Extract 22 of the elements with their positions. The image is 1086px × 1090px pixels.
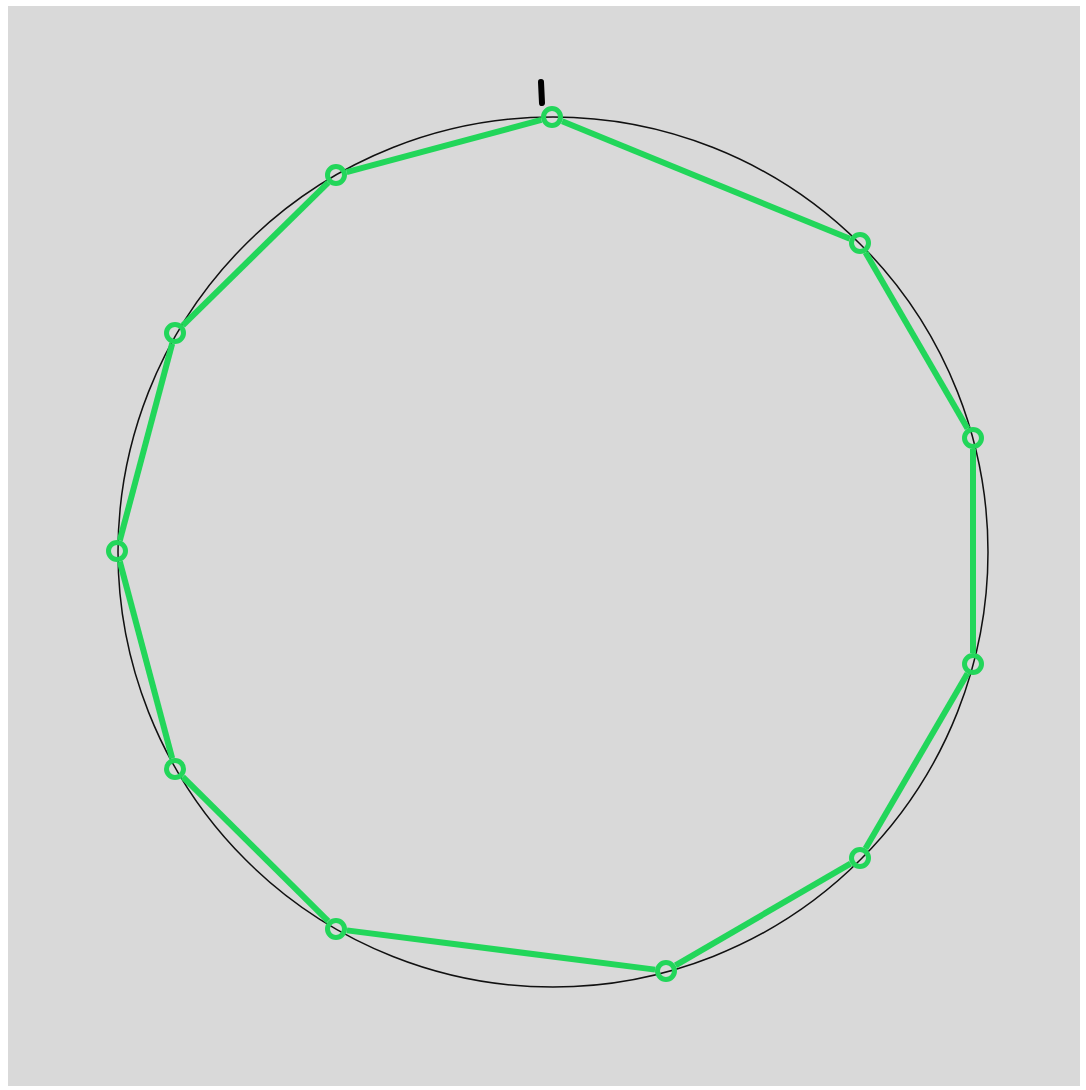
connector-line <box>116 342 176 542</box>
vertex-marker <box>163 757 187 781</box>
connector-line <box>345 116 543 176</box>
connector-line <box>180 774 331 924</box>
vertex-marker <box>105 539 129 563</box>
connector-line <box>116 560 176 760</box>
vertex-marker <box>848 846 872 870</box>
vertex-marker <box>324 163 348 187</box>
connector-line <box>862 672 971 850</box>
connector-line <box>862 251 971 430</box>
connector-line <box>180 180 331 328</box>
connector-line <box>346 927 656 973</box>
vertex-marker <box>540 105 564 129</box>
connector-line <box>970 449 976 653</box>
vertex-marker <box>961 652 985 676</box>
vertex-marker <box>654 959 678 983</box>
vertex-marker <box>848 231 872 255</box>
vertex-marker <box>324 917 348 941</box>
connector-line <box>561 118 851 242</box>
connector-line <box>674 860 852 969</box>
vertex-marker <box>163 321 187 345</box>
vertex-marker <box>961 426 985 450</box>
